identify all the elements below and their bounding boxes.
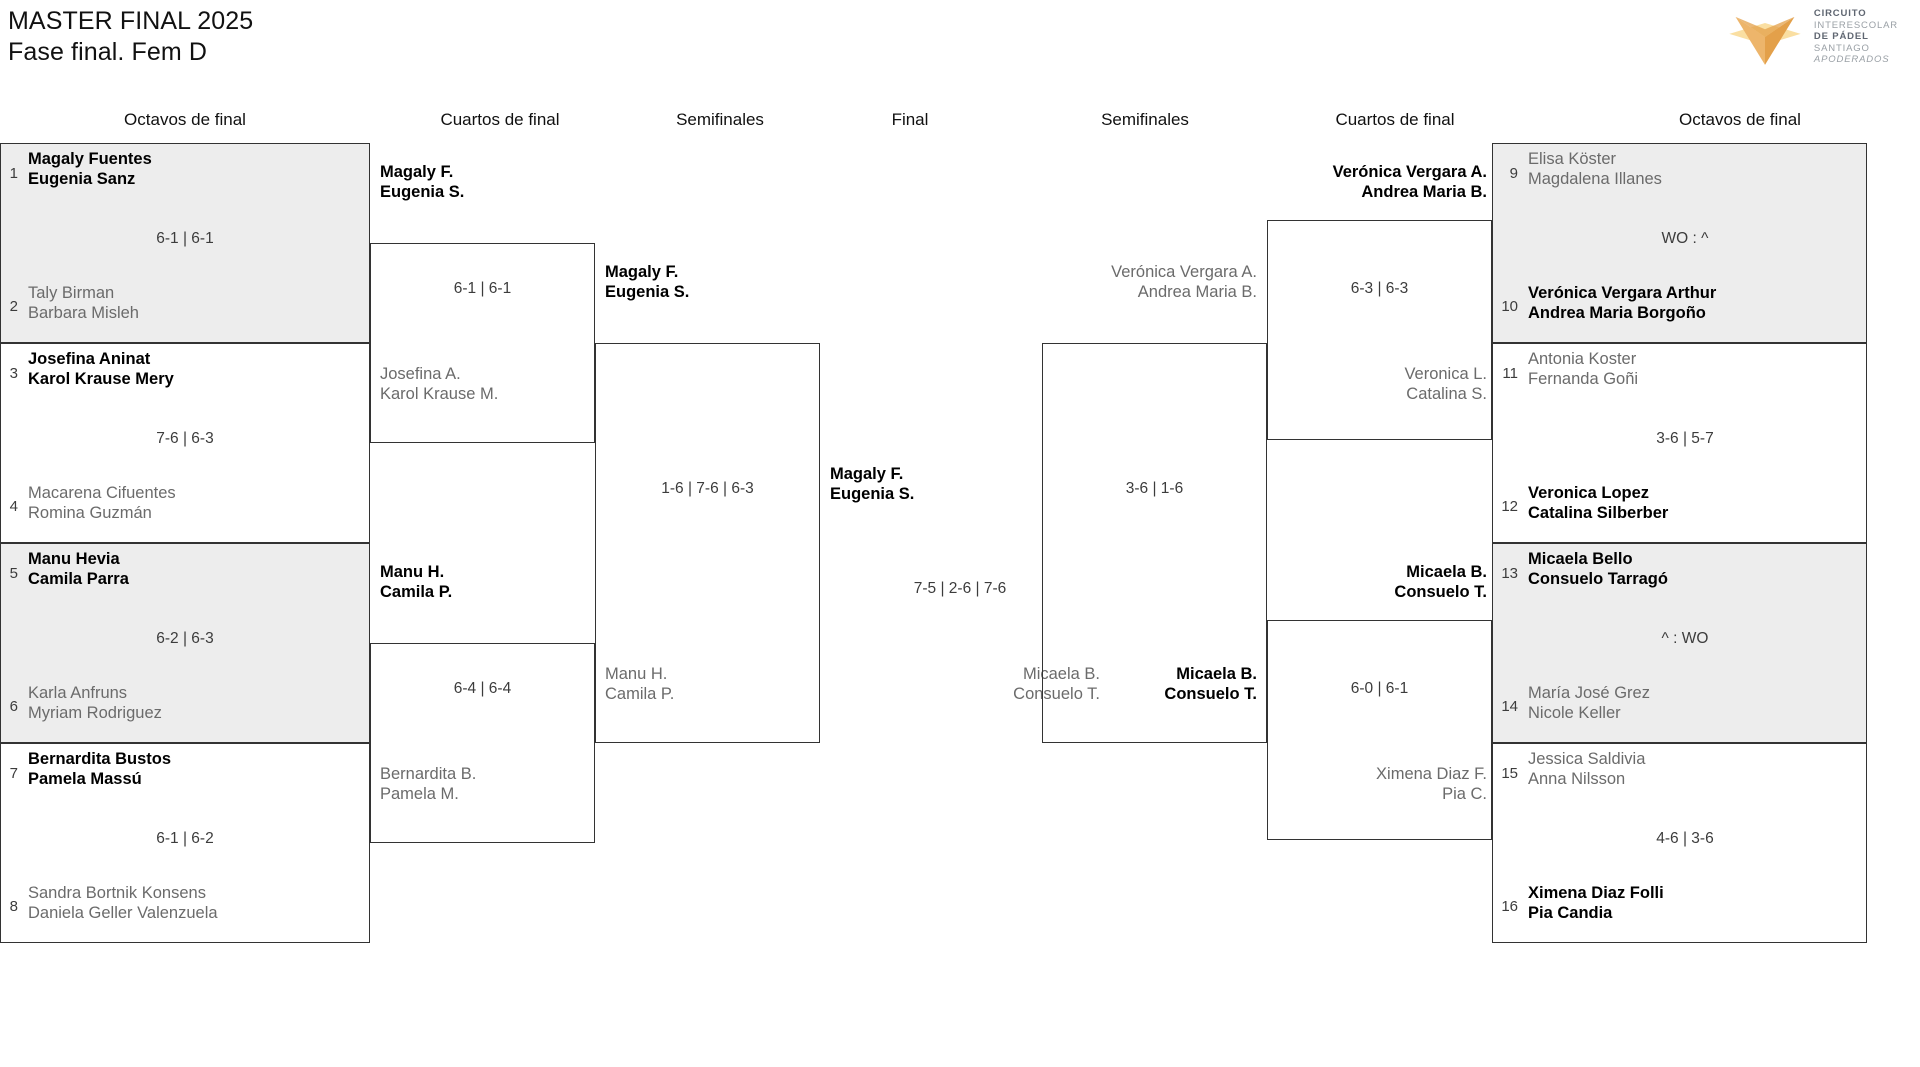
match-score: 6-1 | 6-2 [156,830,214,847]
match-box-rsf-1[interactable] [1042,343,1267,743]
seed-number: 12 [1501,498,1518,515]
team-name: Josefina A.Karol Krause M. [380,365,499,403]
padel-circuit-logo-icon [1729,16,1801,65]
round-header-octavos-left: Octavos de final [124,110,246,129]
match-score: 3-6 | 1-6 [1125,480,1184,497]
match-score: 6-2 | 6-3 [156,630,214,647]
match-score: 6-3 | 6-3 [1350,280,1409,297]
match-score: 6-4 | 6-4 [453,680,512,697]
match-box-r16-3[interactable] [1492,543,1867,743]
brand-logo: CIRCUITO INTERESCOLAR DE PÁDEL SANTIAGO … [1726,6,1898,68]
logo-line-4: SANTIAGO [1813,42,1870,54]
seed-number: 7 [9,765,18,782]
match-box-lqf-2[interactable] [370,643,595,843]
team-name: Ximena Diaz F.Pia C. [1376,765,1487,803]
match-box-rqf-2[interactable] [1267,620,1492,840]
title-line-2: Fase final. Fem D [8,38,207,66]
match-box-lsf-1[interactable] [595,343,820,743]
match-box-r16-4[interactable] [1492,743,1867,943]
match-score: 6-0 | 6-1 [1350,680,1409,697]
match-score: ^ : WO [1661,630,1709,647]
match-box-l16-1[interactable] [0,143,370,343]
team-name: Verónica Vergara A.Andrea Maria B. [1111,263,1257,301]
seed-number: 15 [1501,765,1518,782]
team-name: Bernardita B.Pamela M. [380,765,477,803]
logo-line-1: CIRCUITO [1813,8,1867,20]
seed-number: 9 [1509,165,1518,182]
team-name: Verónica Vergara A.Andrea Maria B. [1332,163,1487,201]
match-score-final: 7-5 | 2-6 | 7-6 [913,580,1007,597]
round-header-semis-right: Semifinales [1101,110,1189,129]
match-box-r16-1[interactable] [1492,143,1867,343]
match-score: 6-1 | 6-1 [156,230,214,247]
match-box-l16-3[interactable] [0,543,370,743]
match-score: 3-6 | 5-7 [1656,430,1714,447]
match-box-l16-4[interactable] [0,743,370,943]
seed-number: 3 [9,365,18,382]
team-name: Magaly F.Eugenia S. [605,263,690,301]
round-header-octavos-right: Octavos de final [1679,110,1801,129]
match-box-r16-2[interactable] [1492,343,1867,543]
match-box-l16-2[interactable] [0,343,370,543]
match-box-lqf-1[interactable] [370,243,595,443]
match-score: 6-1 | 6-1 [453,280,512,297]
seed-number: 6 [9,698,18,715]
seed-number: 16 [1501,898,1518,915]
seed-number: 5 [9,565,18,582]
seed-number: 10 [1501,298,1518,315]
team-name-final-winner: Magaly F.Eugenia S. [830,465,915,503]
seed-number: 1 [9,165,18,182]
team-name: Manu H.Camila P. [605,665,675,703]
team-name: Manu H.Camila P. [380,563,453,601]
seed-number: 13 [1501,565,1518,582]
seed-number: 11 [1502,365,1518,382]
logo-line-5: APODERADOS [1813,54,1890,66]
round-header-final: Final [891,110,929,129]
match-box-rqf-1[interactable] [1267,220,1492,440]
logo-line-2: INTERESCOLAR [1813,19,1898,31]
team-name: Magaly F.Eugenia S. [380,163,465,201]
round-header-cuartos-left: Cuartos de final [440,110,560,129]
team-name: Micaela B.Consuelo T. [1164,665,1257,703]
logo-line-3: DE PÁDEL [1813,31,1869,43]
round-header-cuartos-right: Cuartos de final [1335,110,1455,129]
seed-number: 14 [1501,698,1518,715]
round-header-semis-left: Semifinales [676,110,764,129]
team-name: Veronica L.Catalina S. [1404,365,1487,403]
team-name: Micaela B.Consuelo T. [1394,563,1487,601]
seed-number: 8 [9,898,18,915]
title-line-1: MASTER FINAL 2025 [8,7,254,35]
match-score: 4-6 | 3-6 [1656,830,1714,847]
page-title: MASTER FINAL 2025 Fase final. Fem D [8,6,253,68]
match-score: 1-6 | 7-6 | 6-3 [661,480,754,497]
seed-number: 4 [9,498,18,515]
match-score: 7-6 | 6-3 [156,430,214,447]
seed-number: 2 [9,298,18,315]
match-score: WO : ^ [1661,230,1709,247]
